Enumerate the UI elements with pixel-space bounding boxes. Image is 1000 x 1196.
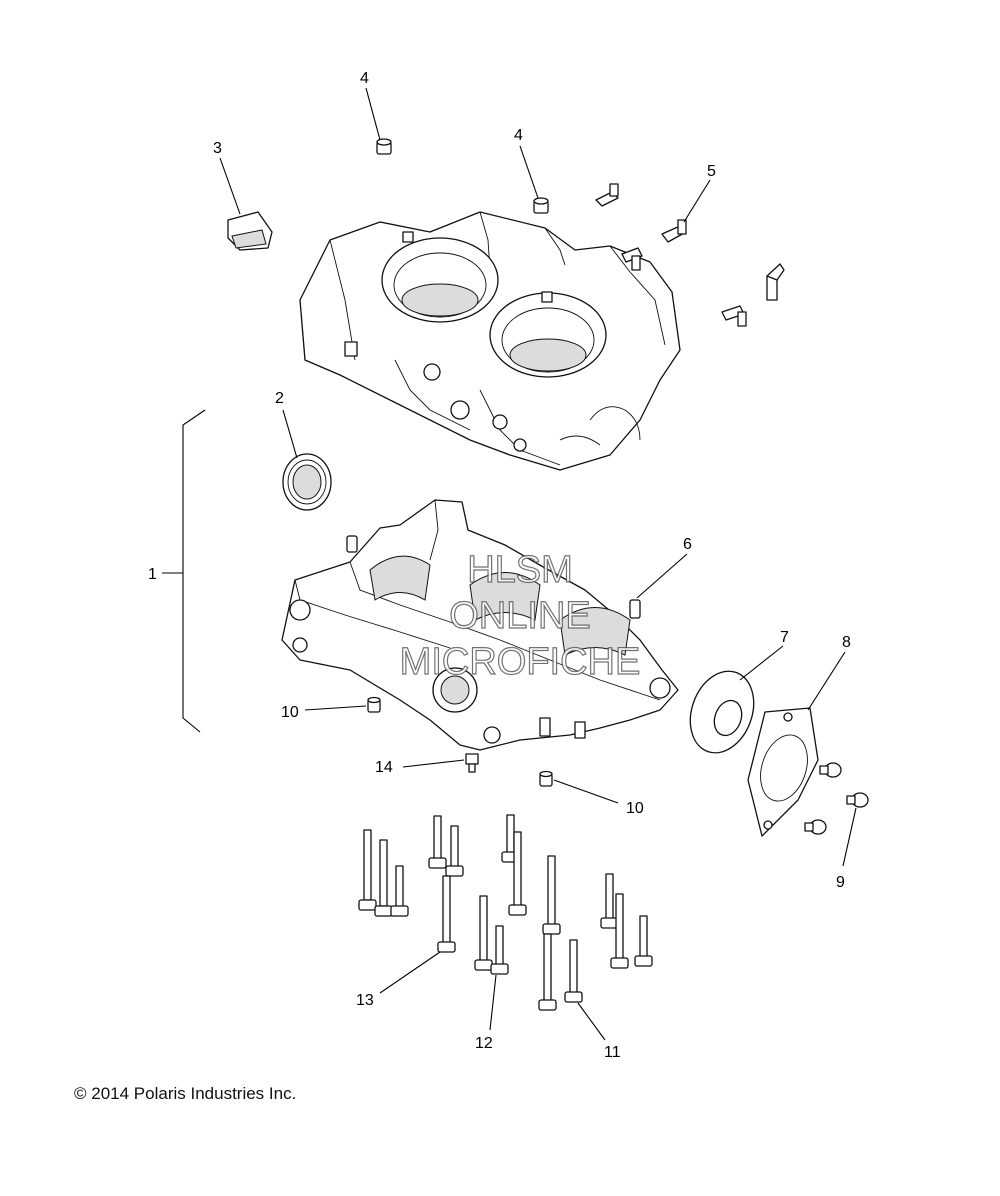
- screw-9-a: [819, 762, 842, 778]
- oil-seal-2: [282, 453, 332, 511]
- callout-10-right: 10: [626, 800, 644, 817]
- dowel-pin-lower-case: [346, 535, 358, 553]
- bolt-set: [358, 814, 653, 1011]
- fitting-5-b: [661, 219, 687, 243]
- dowel-4-mid: [533, 197, 549, 214]
- callout-6: 6: [683, 536, 692, 553]
- fitting-5-d: [766, 263, 785, 301]
- callout-13: 13: [356, 992, 374, 1009]
- dowel-pin-6: [629, 599, 641, 619]
- watermark-line-1: HLSM: [467, 549, 573, 591]
- watermark: HLSM ONLINE MICROFICHE: [399, 548, 641, 683]
- screw-9-b: [846, 792, 869, 808]
- callout-10-left: 10: [281, 704, 299, 721]
- screw-9-c: [804, 819, 827, 835]
- upper-crankcase-half: [299, 211, 681, 471]
- fitting-5-c: [621, 247, 643, 271]
- cover-plate-8: [747, 707, 819, 837]
- copyright-notice: © 2014 Polaris Industries Inc.: [74, 1084, 297, 1103]
- dowel-4-top: [376, 138, 392, 155]
- leader-lines: [219, 87, 857, 1041]
- callout-12: 12: [475, 1035, 493, 1052]
- callout-1: 1: [148, 566, 157, 583]
- watermark-line-3: MICROFICHE: [400, 641, 641, 683]
- callout-4-top: 4: [360, 70, 369, 87]
- callout-3: 3: [213, 140, 222, 157]
- dowel-10-b: [539, 770, 553, 787]
- callout-4-mid: 4: [514, 127, 523, 144]
- callout-labels: 1 2 3 4 4 5 6 7 8 9 10 10 11 12 13 14: [148, 70, 851, 1061]
- seal-ring-7: [689, 670, 755, 754]
- callout-7: 7: [780, 629, 789, 646]
- sensor-3: [227, 211, 273, 251]
- dowel-10-a: [367, 696, 381, 713]
- fitting-5-a: [595, 183, 619, 207]
- callout-11: 11: [604, 1044, 621, 1061]
- fitting-5-e: [721, 305, 747, 327]
- assembly-bracket: [182, 409, 206, 733]
- watermark-line-2: ONLINE: [449, 595, 590, 637]
- callout-14: 14: [375, 759, 393, 776]
- bolt-14: [465, 753, 479, 773]
- callout-9: 9: [836, 874, 845, 891]
- callout-8: 8: [842, 634, 851, 651]
- callout-5: 5: [707, 163, 716, 180]
- callout-2: 2: [275, 390, 284, 407]
- lower-crankcase-half: [281, 499, 679, 751]
